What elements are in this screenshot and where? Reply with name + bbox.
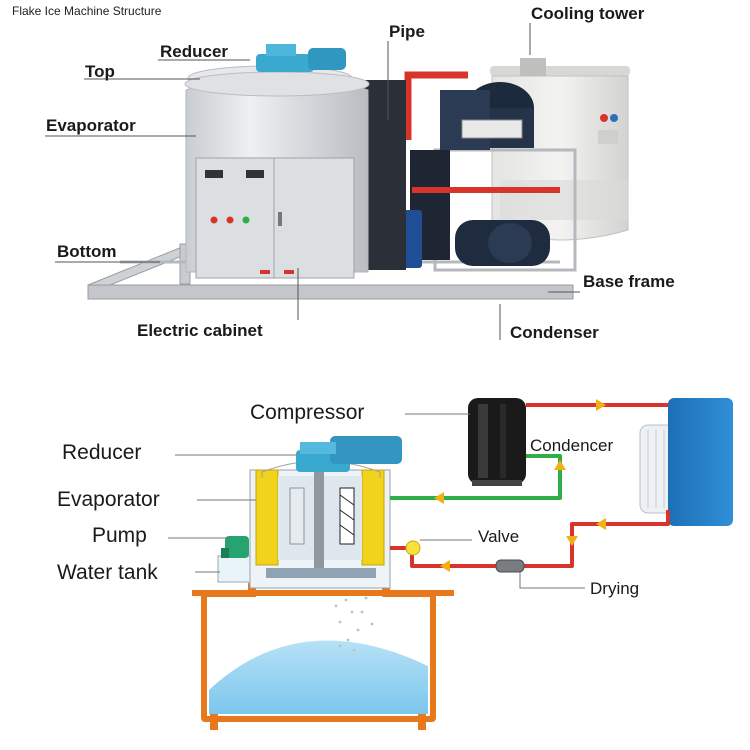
drying-filter xyxy=(495,559,525,573)
reducer-motor xyxy=(256,44,346,72)
electric-cabinet-box xyxy=(195,157,355,279)
refrigerant-lines xyxy=(390,403,670,568)
flow-arrows xyxy=(434,399,606,572)
refrigeration-schematic xyxy=(168,398,733,730)
label-condencer: Condencer xyxy=(530,436,614,455)
label-pump: Pump xyxy=(92,524,147,547)
label-evaporator-photo: Evaporator xyxy=(46,116,136,135)
label-valve: Valve xyxy=(478,527,520,546)
schematic-evaporator xyxy=(249,460,391,589)
label-evaporator-schematic: Evaporator xyxy=(57,488,160,511)
label-reducer-photo: Reducer xyxy=(160,42,229,61)
label-drying: Drying xyxy=(590,579,640,598)
label-condenser: Condenser xyxy=(510,323,599,342)
label-pipe: Pipe xyxy=(389,22,425,41)
label-reducer-schematic: Reducer xyxy=(62,441,142,464)
schematic-leader-lines xyxy=(168,413,585,589)
expansion-valve xyxy=(405,540,421,556)
ice-storage-tank xyxy=(192,583,454,730)
label-cooling-tower: Cooling tower xyxy=(531,4,645,23)
photo-leader-lines xyxy=(45,23,580,340)
label-electric-cabinet: Electric cabinet xyxy=(137,321,263,340)
label-base-frame: Base frame xyxy=(583,272,675,291)
label-top: Top xyxy=(85,62,115,81)
machine-photo xyxy=(45,23,630,340)
schematic-reducer xyxy=(296,436,402,472)
ice-flakes xyxy=(334,596,374,652)
photo-title: Flake Ice Machine Structure xyxy=(12,4,162,18)
label-compressor: Compressor xyxy=(250,401,365,424)
label-water-tank: Water tank xyxy=(57,561,158,584)
label-bottom: Bottom xyxy=(57,242,117,261)
compressor-unit xyxy=(468,398,526,486)
ice-pile xyxy=(209,640,428,714)
condenser-unit xyxy=(639,398,733,526)
